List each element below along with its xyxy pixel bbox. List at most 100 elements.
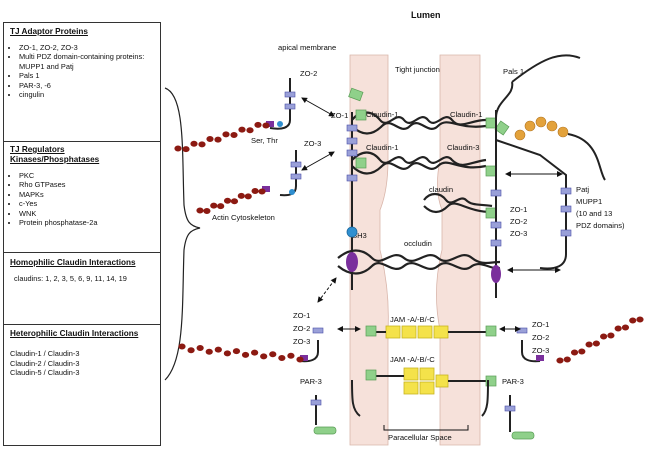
curly-brace <box>164 87 201 381</box>
left-membrane <box>349 54 389 446</box>
actin-bead <box>262 122 270 129</box>
actin-filaments <box>174 121 644 364</box>
actin-bead <box>178 343 186 350</box>
apical-membrane-label: apical membrane <box>278 43 336 52</box>
zo-low-left-label: ZO-3 <box>293 337 310 346</box>
actin-bead <box>636 316 644 323</box>
actin-bead <box>592 340 600 347</box>
heterophilic-line: Claudin-2 / Claudin-3 <box>10 358 80 368</box>
par3-right-label: PAR-3 <box>502 377 524 386</box>
zo2-right-label: ZO-2 <box>510 217 527 226</box>
claudin1-label: Claudin-1 <box>366 110 399 119</box>
actin-bead <box>206 136 214 143</box>
actin-bead <box>203 208 211 215</box>
claudin-label: claudin <box>429 185 453 194</box>
zo2-top-label: ZO-2 <box>300 69 317 78</box>
claudin-loops <box>337 111 501 275</box>
homophilic-text: claudins: 1, 2, 3, 5, 6, 9, 11, 14, 19 <box>14 274 127 283</box>
actin-bead <box>196 207 204 214</box>
actin-bead <box>238 126 246 133</box>
zo3-right-label: ZO-3 <box>510 229 527 238</box>
patj-label: Patj <box>576 185 589 194</box>
claudin1-label: Claudin-1 <box>366 143 399 152</box>
actin-bead <box>563 356 571 363</box>
adaptor-list: ZO-1, ZO-2, ZO-3 Multi PDZ domain-contai… <box>10 43 154 99</box>
list-item: Rho GTPases <box>19 180 154 189</box>
phospho-site <box>289 189 295 195</box>
zo-low-right-label: ZO-1 <box>532 320 549 329</box>
list-item: PKC <box>19 171 154 180</box>
actin-bead <box>278 354 286 361</box>
regulators-list: PKC Rho GTPases MAPKs c-Yes WNK Protein … <box>10 171 154 227</box>
paracellular-bracket <box>383 425 469 431</box>
actin-bead <box>607 332 615 339</box>
actin-bead <box>223 350 231 357</box>
list-item: WNK <box>19 209 154 218</box>
actin-bead <box>182 146 190 153</box>
paracellular-label: Paracellular Space <box>388 433 452 442</box>
actin-bead <box>287 352 295 359</box>
list-item: Multi PDZ domain-containing proteins: MU… <box>19 52 154 71</box>
adaptor-section: TJ Adaptor Proteins ZO-1, ZO-2, ZO-3 Mul… <box>4 27 160 139</box>
patj-label: (10 and 13 <box>576 209 612 218</box>
heterophilic-line: Claudin-1 / Claudin-3 <box>10 349 80 358</box>
actin-bead <box>222 131 230 138</box>
heterophilic-heading: Heterophilic Claudin Interactions <box>10 329 139 338</box>
homophilic-section: Homophilic Claudin Interactions claudins… <box>4 252 160 324</box>
purple-domains <box>262 121 544 361</box>
sh3-domain <box>346 226 358 238</box>
actin-bead <box>237 192 245 199</box>
actin-bead <box>296 356 304 363</box>
heterophilic-line: Claudin-5 / Claudin-3 <box>10 368 80 378</box>
actin-bead <box>187 347 195 354</box>
heterophilic-section: Heterophilic Claudin Interactions Claudi… <box>4 324 160 445</box>
list-item: Protein phosphatase-2a <box>19 218 154 227</box>
actin-bead <box>246 127 254 134</box>
zo1-left-label: ZO-1 <box>331 111 348 120</box>
pals1-label: Pals 1 <box>503 67 524 76</box>
actin-bead <box>190 140 198 147</box>
pals1-tail <box>567 133 606 181</box>
actin-label: Actin Cytoskeleton <box>212 213 275 222</box>
zo-low-left-label: ZO-2 <box>293 324 310 333</box>
actin-bead <box>214 136 222 143</box>
actin-bead <box>578 348 586 355</box>
jam-top-label: JAM -A/-B/-C <box>390 315 435 324</box>
actin-bead <box>241 351 250 358</box>
zo3-left-label: ZO-3 <box>304 139 321 148</box>
ser-thr-label: Ser, Thr <box>251 136 278 145</box>
zo-low-right-label: ZO-2 <box>532 333 549 342</box>
jam-bottom-label: JAM -A/-B/-C <box>390 355 435 364</box>
actin-bead <box>244 193 252 200</box>
pals1-top <box>511 54 581 83</box>
occludin-label: occludin <box>404 239 432 248</box>
actin-bead <box>196 345 204 352</box>
zo-low-left-label: ZO-1 <box>293 311 310 320</box>
actin-bead <box>251 349 259 356</box>
patj-label: PDZ domains) <box>576 221 625 230</box>
actin-bead <box>258 188 266 195</box>
actin-bead <box>214 346 222 353</box>
actin-bead <box>198 141 206 148</box>
actin-bead <box>269 351 277 358</box>
green-domains <box>313 87 535 440</box>
par3-left-label: PAR-3 <box>300 377 322 386</box>
actin-bead <box>585 341 593 348</box>
claudin3-label: Claudin-3 <box>447 143 480 152</box>
actin-bead <box>217 203 225 210</box>
actin-bead <box>254 121 262 128</box>
actin-bead <box>251 187 259 194</box>
actin-bead <box>232 348 241 355</box>
phospho-site <box>277 121 283 127</box>
actin-bead <box>621 324 630 331</box>
regulators-section: TJ Regulators Kinases/Phosphatases PKC R… <box>4 141 160 251</box>
actin-bead <box>600 333 608 340</box>
zo-low-right-label: ZO-3 <box>532 346 549 355</box>
homophilic-heading: Homophilic Claudin Interactions <box>10 258 136 267</box>
actin-bead <box>614 325 622 332</box>
tight-junction-label: Tight junction <box>395 65 440 74</box>
actin-bead <box>556 357 564 364</box>
actin-bead <box>205 348 213 355</box>
zo1-right-label: ZO-1 <box>510 205 527 214</box>
